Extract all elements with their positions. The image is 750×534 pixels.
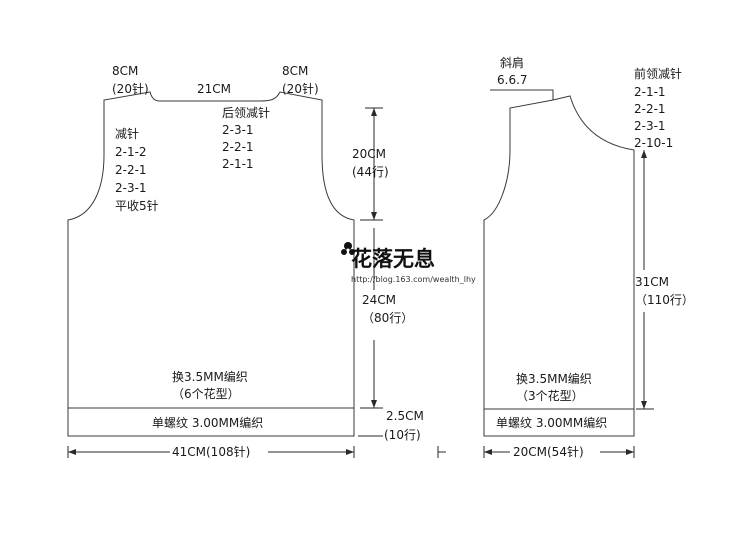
front-neck-step: 2-2-1 bbox=[634, 102, 666, 116]
back-needle-change: 换3.5MM编织 bbox=[172, 369, 248, 384]
dimension-lines bbox=[67, 107, 654, 458]
back-total-width: 41CM(108针) bbox=[172, 444, 250, 459]
back-neck-title: 后领减针 bbox=[222, 105, 270, 120]
armhole-step: 2-3-1 bbox=[115, 181, 147, 195]
armhole-height-rows: (44行) bbox=[352, 165, 389, 179]
front-neck-step: 2-3-1 bbox=[634, 119, 666, 133]
shoulder-slope-title: 斜肩 bbox=[500, 55, 524, 70]
armhole-step: 2-1-2 bbox=[115, 145, 147, 159]
back-labels: 8CM (20针) 21CM 8CM (20针) 后领减针 2-3-1 2-2-… bbox=[112, 64, 424, 459]
watermark: 花落无息 http://blog.163.com/wealth_lhy bbox=[341, 242, 476, 284]
back-piece bbox=[67, 91, 355, 437]
front-outline bbox=[483, 89, 635, 437]
watermark-url: http://blog.163.com/wealth_lhy bbox=[351, 275, 476, 284]
rib-height-rows: (10行) bbox=[384, 428, 421, 442]
back-neck-step: 2-3-1 bbox=[222, 123, 254, 137]
rib-height-cm: 2.5CM bbox=[386, 409, 424, 423]
back-outline bbox=[67, 91, 355, 437]
back-neck-width: 21CM bbox=[197, 82, 231, 96]
back-shoulder-right-width: 8CM bbox=[282, 64, 308, 78]
back-neck-step: 2-2-1 bbox=[222, 140, 254, 154]
body-height-cm: 24CM bbox=[362, 293, 396, 307]
front-height-rows: （110行） bbox=[635, 293, 694, 307]
front-width: 20CM(54针) bbox=[513, 444, 584, 459]
shoulder-slope-steps: 6.6.7 bbox=[497, 73, 528, 87]
back-shoulder-right-stitches: (20针) bbox=[282, 81, 319, 96]
front-rib-label: 单螺纹 3.00MM编织 bbox=[496, 415, 607, 430]
front-piece bbox=[483, 89, 635, 437]
armhole-height-cm: 20CM bbox=[352, 147, 386, 161]
back-neck-step: 2-1-1 bbox=[222, 157, 254, 171]
body-height-rows: （80行） bbox=[362, 311, 413, 325]
front-labels: 斜肩 6.6.7 前领减针 2-1-1 2-2-1 2-3-1 2-10-1 3… bbox=[496, 55, 694, 459]
front-neck-title: 前领减针 bbox=[634, 66, 682, 81]
armhole-step: 2-2-1 bbox=[115, 163, 147, 177]
watermark-name: 花落无息 bbox=[351, 246, 435, 271]
front-height-cm: 31CM bbox=[635, 275, 669, 289]
front-needle-change: 换3.5MM编织 bbox=[516, 371, 592, 386]
front-neck-step: 2-10-1 bbox=[634, 136, 673, 150]
back-shoulder-left-stitches: (20针) bbox=[112, 81, 149, 96]
flower-icon bbox=[341, 242, 355, 255]
armhole-title: 减针 bbox=[115, 126, 139, 141]
front-neck-step: 2-1-1 bbox=[634, 85, 666, 99]
back-pattern-count: （6个花型） bbox=[172, 386, 240, 401]
armhole-bind-off: 平收5针 bbox=[115, 198, 159, 213]
back-shoulder-left-width: 8CM bbox=[112, 64, 138, 78]
front-pattern-count: （3个花型） bbox=[516, 388, 584, 403]
back-rib-label: 单螺纹 3.00MM编织 bbox=[152, 415, 263, 430]
